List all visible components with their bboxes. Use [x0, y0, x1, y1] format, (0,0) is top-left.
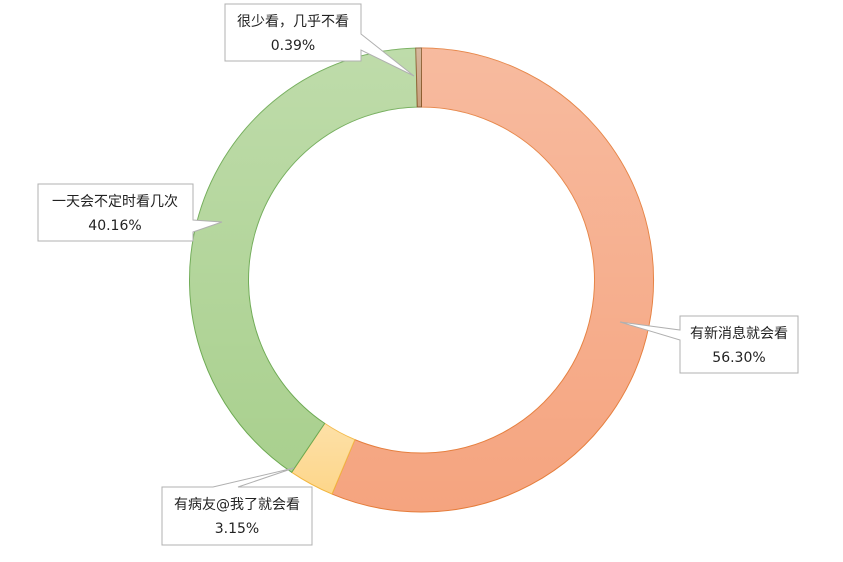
donut-slice-shade-1	[291, 423, 355, 495]
callout-slice-0: 有新消息就会看 56.30%	[619, 315, 799, 374]
data-label-callouts: 有新消息就会看 56.30% 有病友@我了就会看 3.15% 一天会不定时看几次…	[37, 3, 799, 546]
callout-slice-2: 一天会不定时看几次 40.16%	[37, 183, 223, 242]
donut-slice-shade-0	[332, 48, 654, 512]
callout-shape	[224, 3, 415, 77]
slice-value: 56.30%	[712, 350, 765, 366]
slice-value: 0.39%	[271, 38, 315, 54]
donut-slice-shade-2	[189, 48, 418, 473]
slice-label: 有新消息就会看	[690, 325, 788, 342]
slice-value: 3.15%	[215, 521, 259, 537]
slice-value: 40.16%	[88, 218, 141, 234]
donut-slices	[189, 47, 654, 513]
callout-shape	[37, 183, 223, 242]
donut-slice-shade-3	[415, 48, 422, 108]
callout-shape	[161, 467, 313, 546]
callout-slice-1: 有病友@我了就会看 3.15%	[161, 467, 313, 546]
callout-slice-3: 很少看，几乎不看 0.39%	[224, 3, 415, 77]
slice-label: 一天会不定时看几次	[52, 194, 178, 210]
slice-label: 有病友@我了就会看	[174, 497, 300, 513]
callout-shape	[619, 315, 799, 374]
slice-label: 很少看，几乎不看	[237, 14, 349, 30]
